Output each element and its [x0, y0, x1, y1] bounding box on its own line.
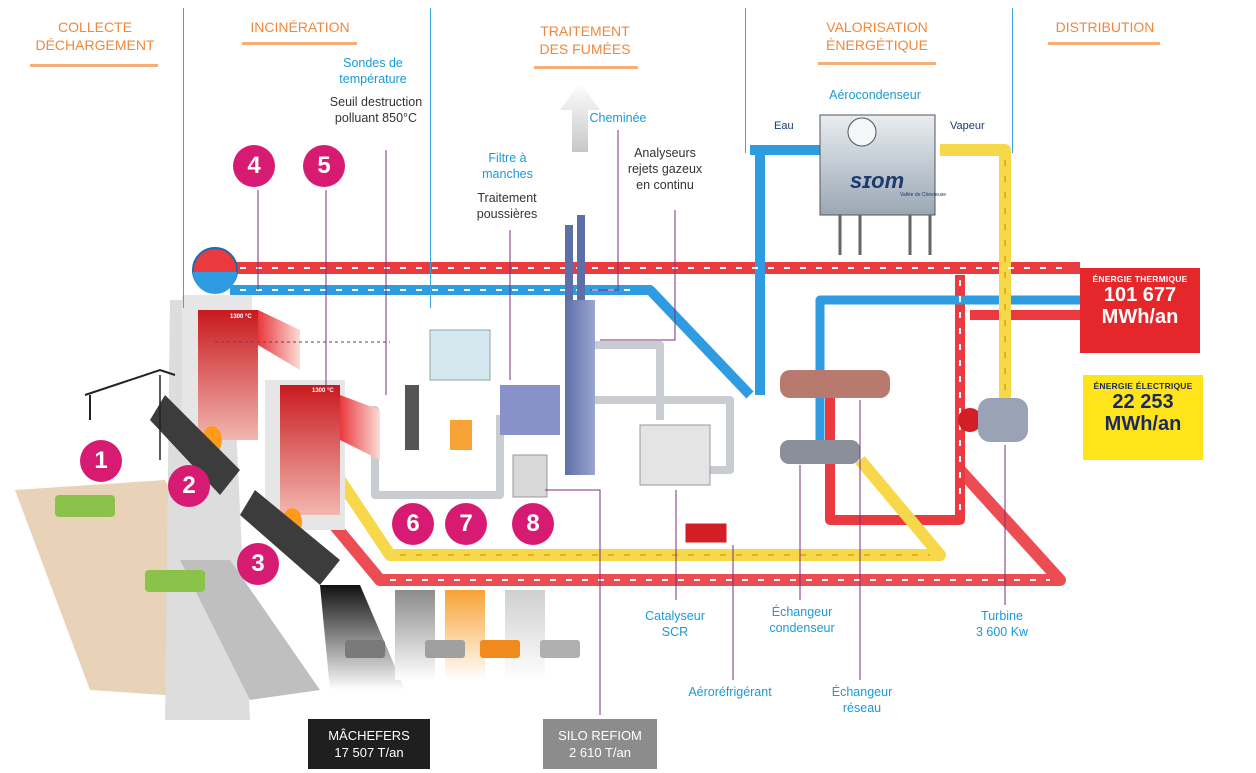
brand-logo: sɪom — [850, 168, 905, 193]
label-sondes: Sondes de température — [339, 56, 407, 86]
energy-electrique-box: ÉNERGIE ÉLECTRIQUE 22 253 MWh/an — [1083, 375, 1203, 460]
label-seuil: Seuil destruction polluant 850°C — [329, 95, 423, 125]
truck-icon — [480, 640, 520, 658]
lime-silo — [450, 420, 472, 450]
feed-chute-2 — [240, 490, 340, 585]
reagent-silo — [405, 385, 419, 450]
furnace-2 — [280, 385, 340, 515]
energy-thermique-title: ÉNERGIE THERMIQUE — [1092, 274, 1188, 284]
section-traitement: TRAITEMENT DES FUMÉES — [539, 23, 631, 57]
section-divider — [745, 8, 746, 153]
step-badge-8: 8 — [512, 503, 554, 545]
step-badge-2: 2 — [168, 465, 210, 507]
truck-icon — [345, 640, 385, 658]
energy-electrique-value: 22 253 MWh/an — [1104, 391, 1182, 435]
section-divider — [430, 8, 431, 308]
temp-label-furnace-2: 1300 °C — [312, 388, 334, 394]
label-filtre: Filtre à manches — [482, 151, 533, 181]
leader-lines — [215, 130, 1006, 715]
energy-thermique-box: ÉNERGIE THERMIQUE 101 677 MWh/an — [1080, 268, 1200, 353]
air-cooler — [684, 522, 728, 544]
energy-electrique-title: ÉNERGIE ÉLECTRIQUE — [1093, 381, 1193, 391]
label-aerorefrigerant: Aéroréfrigérant — [688, 685, 772, 699]
label-aerocondenseur: Aérocondenseur — [829, 88, 921, 102]
label-eau: Eau — [774, 120, 794, 132]
output-silo-refiom: SILO REFIOM 2 610 T/an — [543, 719, 657, 769]
section-divider — [183, 8, 184, 308]
heat-exchanger-condenser — [780, 440, 860, 464]
feed-chute-1 — [150, 395, 240, 495]
flow-markers — [240, 267, 1070, 581]
energy-thermique-value: 101 677 MWh/an — [1101, 284, 1179, 328]
chute-6 — [395, 590, 435, 680]
truck-icon — [55, 495, 115, 517]
label-cheminee: Cheminée — [589, 111, 647, 125]
bottom-ash-chute — [320, 585, 405, 690]
chimney — [565, 300, 595, 475]
step-badge-6: 6 — [392, 503, 434, 545]
label-echangeur-condenseur: Échangeur condenseur — [769, 605, 835, 635]
truck-icon — [425, 640, 465, 658]
waste-pile — [180, 560, 320, 700]
chute-8 — [505, 590, 545, 680]
scr-catalyst — [639, 424, 711, 486]
label-echangeur-reseau: Échangeur réseau — [831, 685, 893, 715]
step-badge-5: 5 — [303, 145, 345, 187]
label-catalyseur: Catalyseur SCR — [645, 609, 705, 639]
section-collecte: COLLECTE DÉCHARGEMENT — [35, 19, 155, 53]
pipe-network — [230, 144, 1080, 586]
crane — [84, 368, 176, 396]
step-badge-1: 1 — [80, 440, 122, 482]
bag-filter — [500, 385, 560, 435]
label-analyseurs: Analyseurs rejets gazeux en continu — [627, 146, 703, 192]
furnace-1 — [198, 310, 258, 440]
label-turbine: Turbine 3 600 Kw — [975, 609, 1029, 639]
refiom-silo — [512, 454, 548, 498]
label-vapeur: Vapeur — [950, 120, 985, 132]
section-valorisation: VALORISATION ÉNERGÉTIQUE — [826, 19, 928, 53]
step-badge-7: 7 — [445, 503, 487, 545]
section-distribution: DISTRIBUTION — [1055, 19, 1155, 35]
temp-label-furnace-1: 1300 °C — [230, 314, 252, 320]
label-traitement-poussieres: Traitement poussières — [476, 191, 538, 221]
brand-subtitle: Vallée de Chevreuse — [900, 192, 947, 198]
section-divider — [1012, 8, 1013, 153]
step-badge-4: 4 — [233, 145, 275, 187]
smoke-arrow — [560, 82, 600, 152]
turbine-icon — [958, 408, 982, 432]
fan-icon — [847, 117, 877, 147]
output-machefers: MÂCHEFERS 17 507 T/an — [308, 719, 430, 769]
step-badge-3: 3 — [237, 543, 279, 585]
truck-icon — [145, 570, 205, 592]
chute-7 — [445, 590, 485, 680]
electrofilter — [429, 329, 491, 381]
truck-icon — [540, 640, 580, 658]
aerocondenser — [819, 114, 936, 216]
heat-exchanger-network — [780, 370, 890, 398]
section-incineration: INCINÉRATION — [250, 19, 350, 35]
